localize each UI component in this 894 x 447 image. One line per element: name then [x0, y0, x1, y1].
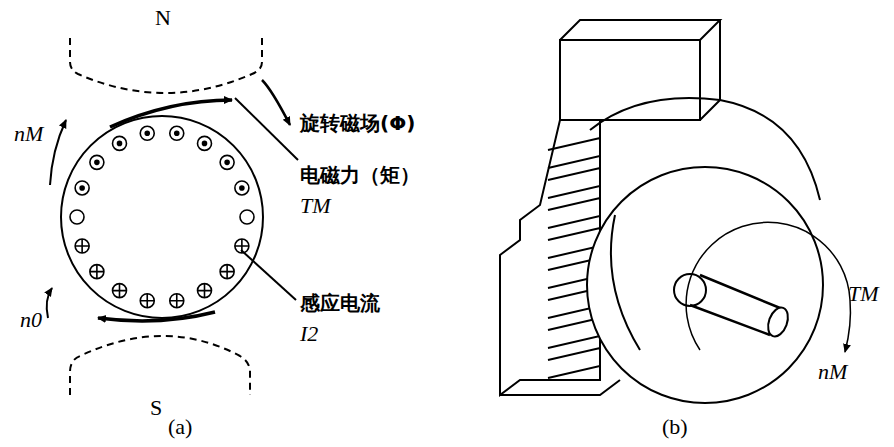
field-label: 旋转磁场(Φ): [300, 112, 415, 134]
figure-label: (a): [168, 415, 192, 439]
conductor: [90, 265, 104, 279]
figure-label: (b): [662, 415, 688, 439]
dot-mark: [95, 161, 99, 165]
dot-mark: [80, 186, 84, 190]
cross-mark: [198, 284, 212, 298]
conductor: [140, 126, 154, 140]
dot-mark: [145, 131, 149, 135]
conductor: [75, 181, 89, 195]
cross-mark: [113, 284, 127, 298]
conductor: [220, 265, 234, 279]
cross-mark: [170, 294, 184, 308]
cross-mark: [140, 294, 154, 308]
conductor: [90, 155, 104, 169]
conductor: [170, 126, 184, 140]
pole-label: N: [155, 6, 171, 30]
conductor: [75, 239, 89, 253]
torque-label: TM: [848, 282, 879, 306]
conductor: [240, 210, 254, 224]
conductor: [140, 294, 154, 308]
conductor: [198, 284, 212, 298]
cross-mark: [220, 265, 234, 279]
speed-label: nM: [818, 360, 847, 384]
conductor: [113, 136, 127, 150]
dot-mark: [203, 142, 207, 146]
cross-mark: [75, 239, 89, 253]
dot-mark: [225, 161, 229, 165]
cooling-fin: [548, 348, 600, 378]
dot-mark: [118, 142, 122, 146]
conductor: [113, 284, 127, 298]
cooling-fin: [548, 168, 600, 198]
conductor: [235, 181, 249, 195]
speed-label: nM: [14, 122, 43, 146]
conductor: [170, 294, 184, 308]
force-label: 电磁力（矩）: [300, 164, 420, 186]
torque-label: TM: [300, 194, 331, 218]
current-label: 感应电流: [300, 292, 380, 314]
dot-mark: [175, 131, 179, 135]
conductor: [220, 155, 234, 169]
cross-mark: [90, 265, 104, 279]
cooling-fin: [548, 138, 600, 168]
pole-label: S: [150, 396, 162, 420]
cooling-fin: [548, 198, 600, 228]
conductor: [198, 136, 212, 150]
conductor: [70, 210, 84, 224]
dot-mark: [240, 186, 244, 190]
current-symbol: I2: [300, 322, 318, 346]
speed-label: n0: [20, 308, 42, 332]
